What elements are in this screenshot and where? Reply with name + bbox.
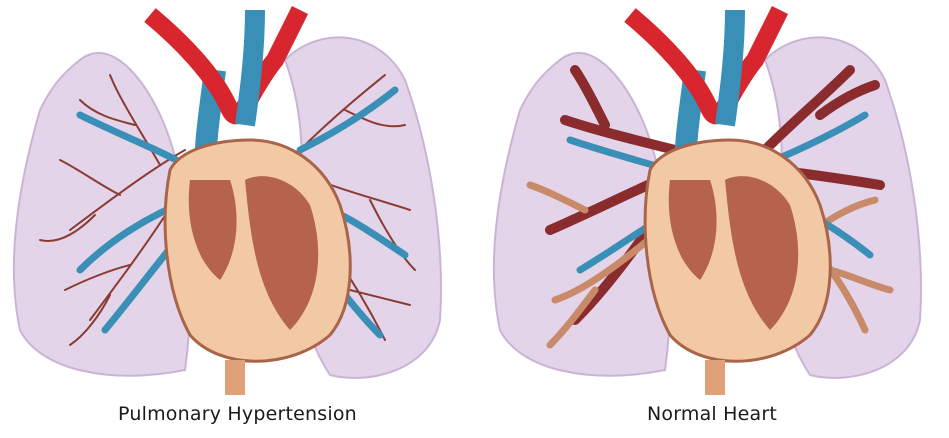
aorta-arch [150,10,300,115]
normal-heart-panel: Normal Heart [475,0,949,438]
aorta-arch [630,10,780,115]
inferior-vena-cava [225,360,245,395]
pulmonary-hypertension-illustration [0,0,475,400]
caption-normal-heart: Normal Heart [475,403,949,425]
pulmonary-trunk-blue [245,10,255,125]
pulmonary-trunk-blue [725,10,735,125]
normal-heart-illustration [475,0,949,400]
caption-pulmonary-hypertension: Pulmonary Hypertension [0,403,475,425]
inferior-vena-cava [705,360,725,395]
pulmonary-hypertension-panel: Pulmonary Hypertension [0,0,475,438]
